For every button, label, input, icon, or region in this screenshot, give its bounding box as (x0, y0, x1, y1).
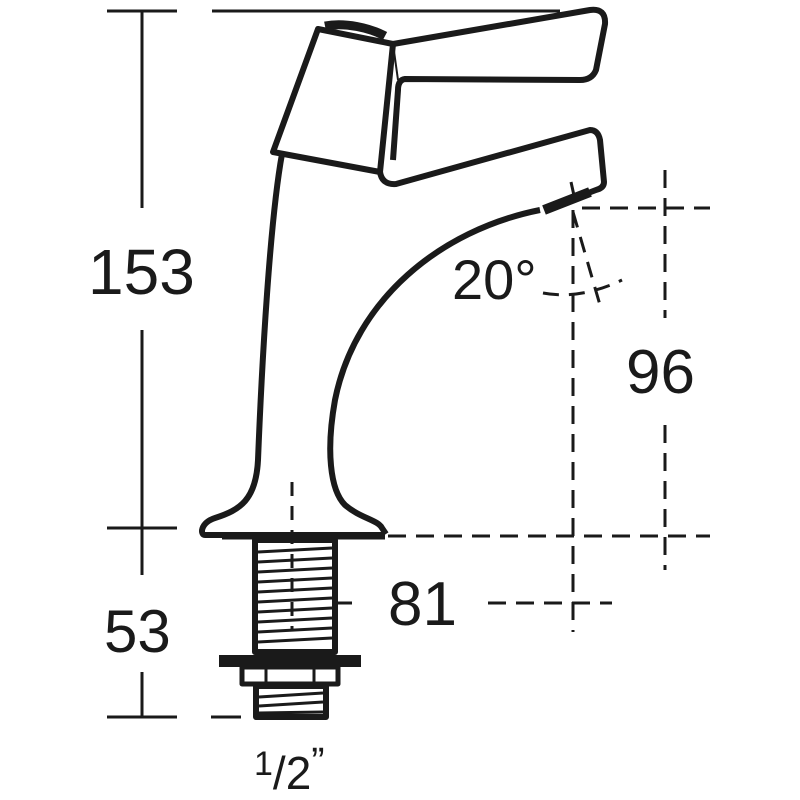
thread-size-numerator: 1 (254, 745, 273, 783)
dimension-line-53 (107, 528, 241, 719)
lever-housing (270, 20, 396, 175)
thread-size-inch-mark: ” (311, 740, 325, 784)
angle-indicator-20 (542, 211, 623, 306)
dimension-line-153 (107, 9, 560, 530)
thread-size-label: 1/2” (254, 742, 325, 796)
spout (327, 127, 607, 536)
tail-length-label: 53 (104, 598, 171, 665)
dimension-line-96 (582, 170, 710, 570)
lever-handle (390, 6, 609, 161)
spout-angle-label: 20° (452, 248, 537, 311)
spout-outlet-tick (569, 181, 577, 201)
thread-size-slash: / (272, 747, 286, 799)
spout-reach-label: 81 (388, 570, 457, 639)
threaded-tail (219, 537, 361, 720)
overall-height-label: 153 (88, 236, 195, 308)
tap-body (199, 153, 383, 538)
thread-size-denominator: 2 (285, 747, 312, 799)
spout-height-label: 96 (626, 338, 695, 407)
